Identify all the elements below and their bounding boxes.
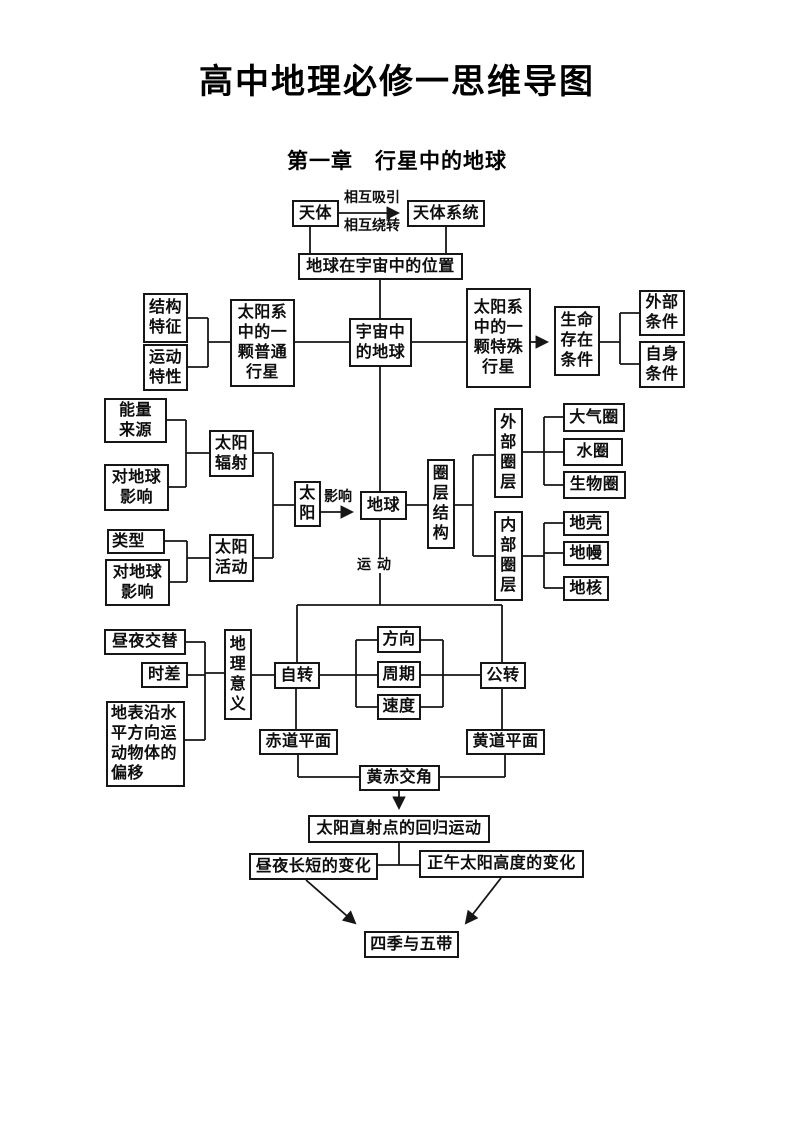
edge-label-mutual-revolution: 相互绕转 (343, 219, 401, 234)
page-title: 高中地理必修一思维导图 (199, 63, 595, 101)
node-equatorial-plane: 赤道平面 (259, 729, 338, 755)
node-rotation: 自转 (274, 662, 320, 689)
node-self-conditions: 自身 条件 (639, 341, 685, 388)
node-day-length-change: 昼夜长短的变化 (249, 853, 378, 880)
node-mantle: 地幔 (563, 541, 609, 566)
node-ordinary-planet: 太阳系 中的一 颗普通 行星 (230, 299, 295, 387)
node-motion-characteristics: 运动 特性 (143, 344, 188, 391)
node-celestial-body: 天体 (292, 200, 339, 227)
node-day-night-alternation: 昼夜交替 (104, 629, 186, 655)
node-revolution: 公转 (480, 662, 526, 689)
node-noon-sun-altitude-change: 正午太阳高度的变化 (419, 850, 584, 878)
node-obliquity-of-ecliptic: 黄赤交角 (359, 765, 440, 791)
edge-label-influence: 影响 (323, 490, 353, 505)
node-geographic-significance: 地 理 意 义 (224, 629, 252, 720)
node-earth: 地球 (360, 491, 407, 520)
node-types: 类型 (107, 529, 165, 554)
node-celestial-system: 天体系统 (407, 200, 485, 227)
node-external-conditions: 外部 条件 (639, 290, 685, 336)
node-hydrosphere: 水圈 (563, 438, 623, 466)
node-speed: 速度 (377, 694, 421, 720)
node-external-spheres: 外 部 圈 层 (494, 408, 523, 498)
node-internal-spheres: 内 部 圈 层 (494, 511, 523, 601)
node-period: 周期 (377, 661, 421, 688)
node-activity-effect-on-earth: 对地球 影响 (105, 559, 170, 606)
node-deflection-of-moving-objects: 地表沿水 平方向运 动物体的 偏移 (106, 701, 185, 787)
edge-label-motion: 运动 (356, 558, 398, 573)
node-crust: 地壳 (563, 511, 609, 536)
node-solar-activity: 太阳 活动 (209, 534, 254, 582)
node-radiation-effect-on-earth: 对地球 影响 (104, 464, 169, 511)
node-earth-position-in-universe: 地球在宇宙中的位置 (298, 253, 463, 280)
node-direction: 方向 (377, 626, 421, 653)
node-structural-features: 结构 特征 (143, 293, 188, 343)
node-subsolar-point-movement: 太阳直射点的回归运动 (308, 815, 490, 843)
node-solar-radiation: 太阳 辐射 (209, 430, 254, 477)
node-biosphere: 生物圈 (563, 471, 626, 499)
edge-label-mutual-attraction: 相互吸引 (343, 191, 401, 206)
node-ecliptic-plane: 黄道平面 (466, 729, 545, 755)
node-special-planet: 太阳系 中的一 颗特殊 行星 (466, 288, 531, 388)
node-atmosphere: 大气圈 (563, 403, 625, 432)
node-earth-in-universe: 宇宙中 的地球 (349, 318, 412, 367)
node-sun: 太 阳 (294, 481, 321, 527)
node-life-existence-conditions: 生命 存在 条件 (554, 306, 600, 376)
node-time-difference: 时差 (141, 662, 188, 688)
node-energy-source: 能量 来源 (104, 398, 167, 443)
chapter-heading: 第一章 行星中的地球 (287, 150, 507, 173)
node-sphere-structure: 圈 层 结 构 (427, 459, 455, 549)
node-seasons-and-zones: 四季与五带 (364, 931, 459, 958)
node-core: 地核 (563, 576, 609, 601)
